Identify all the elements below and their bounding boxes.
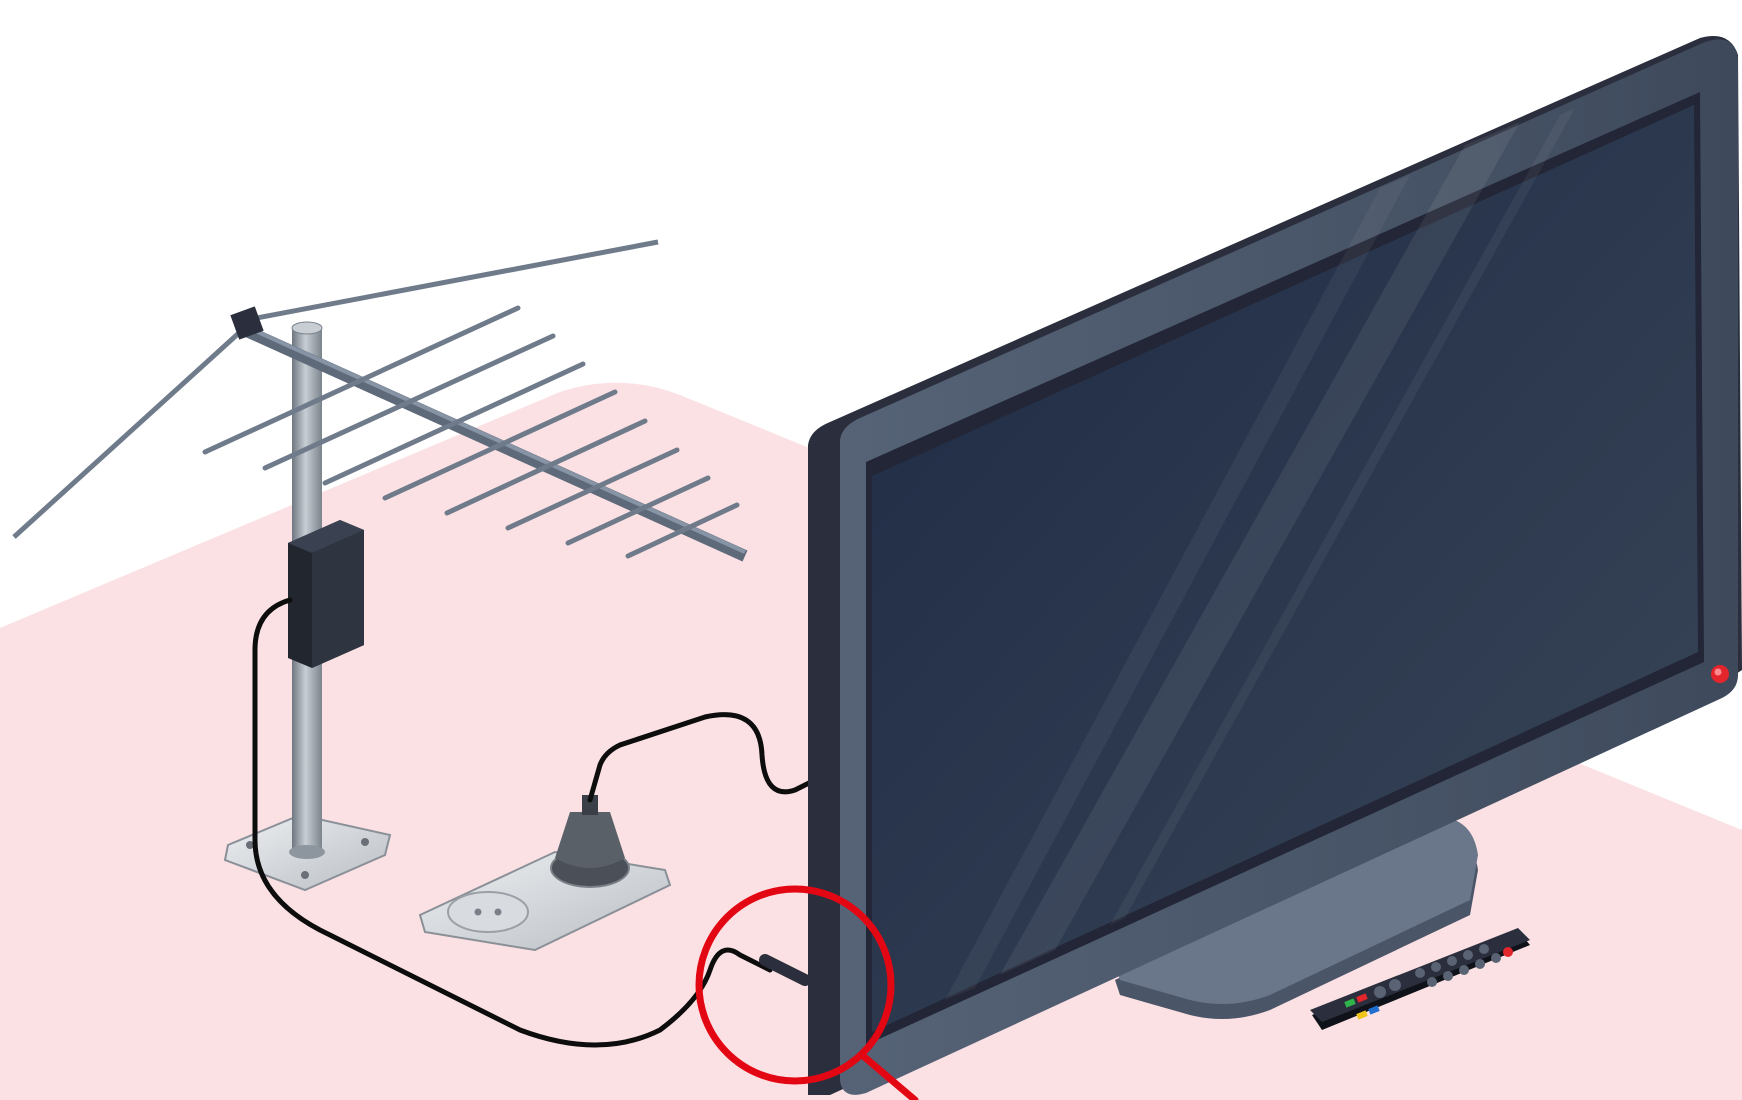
remote-control-icon: [1310, 928, 1530, 1030]
tv-icon: [808, 36, 1742, 1096]
antenna-icon: [12, 239, 748, 892]
tv-screen: [872, 105, 1698, 1032]
power-cable: [587, 712, 818, 803]
amplifier-box-icon: [288, 520, 364, 668]
antenna-cable: [252, 597, 773, 1048]
antenna-connector-block: [230, 306, 264, 340]
antenna-plug: [759, 954, 811, 986]
magnifier-ring-icon: [695, 885, 919, 1100]
plug-icon: [552, 795, 628, 886]
tv-stand: [1115, 817, 1478, 1019]
power-strip-icon: [418, 795, 672, 952]
